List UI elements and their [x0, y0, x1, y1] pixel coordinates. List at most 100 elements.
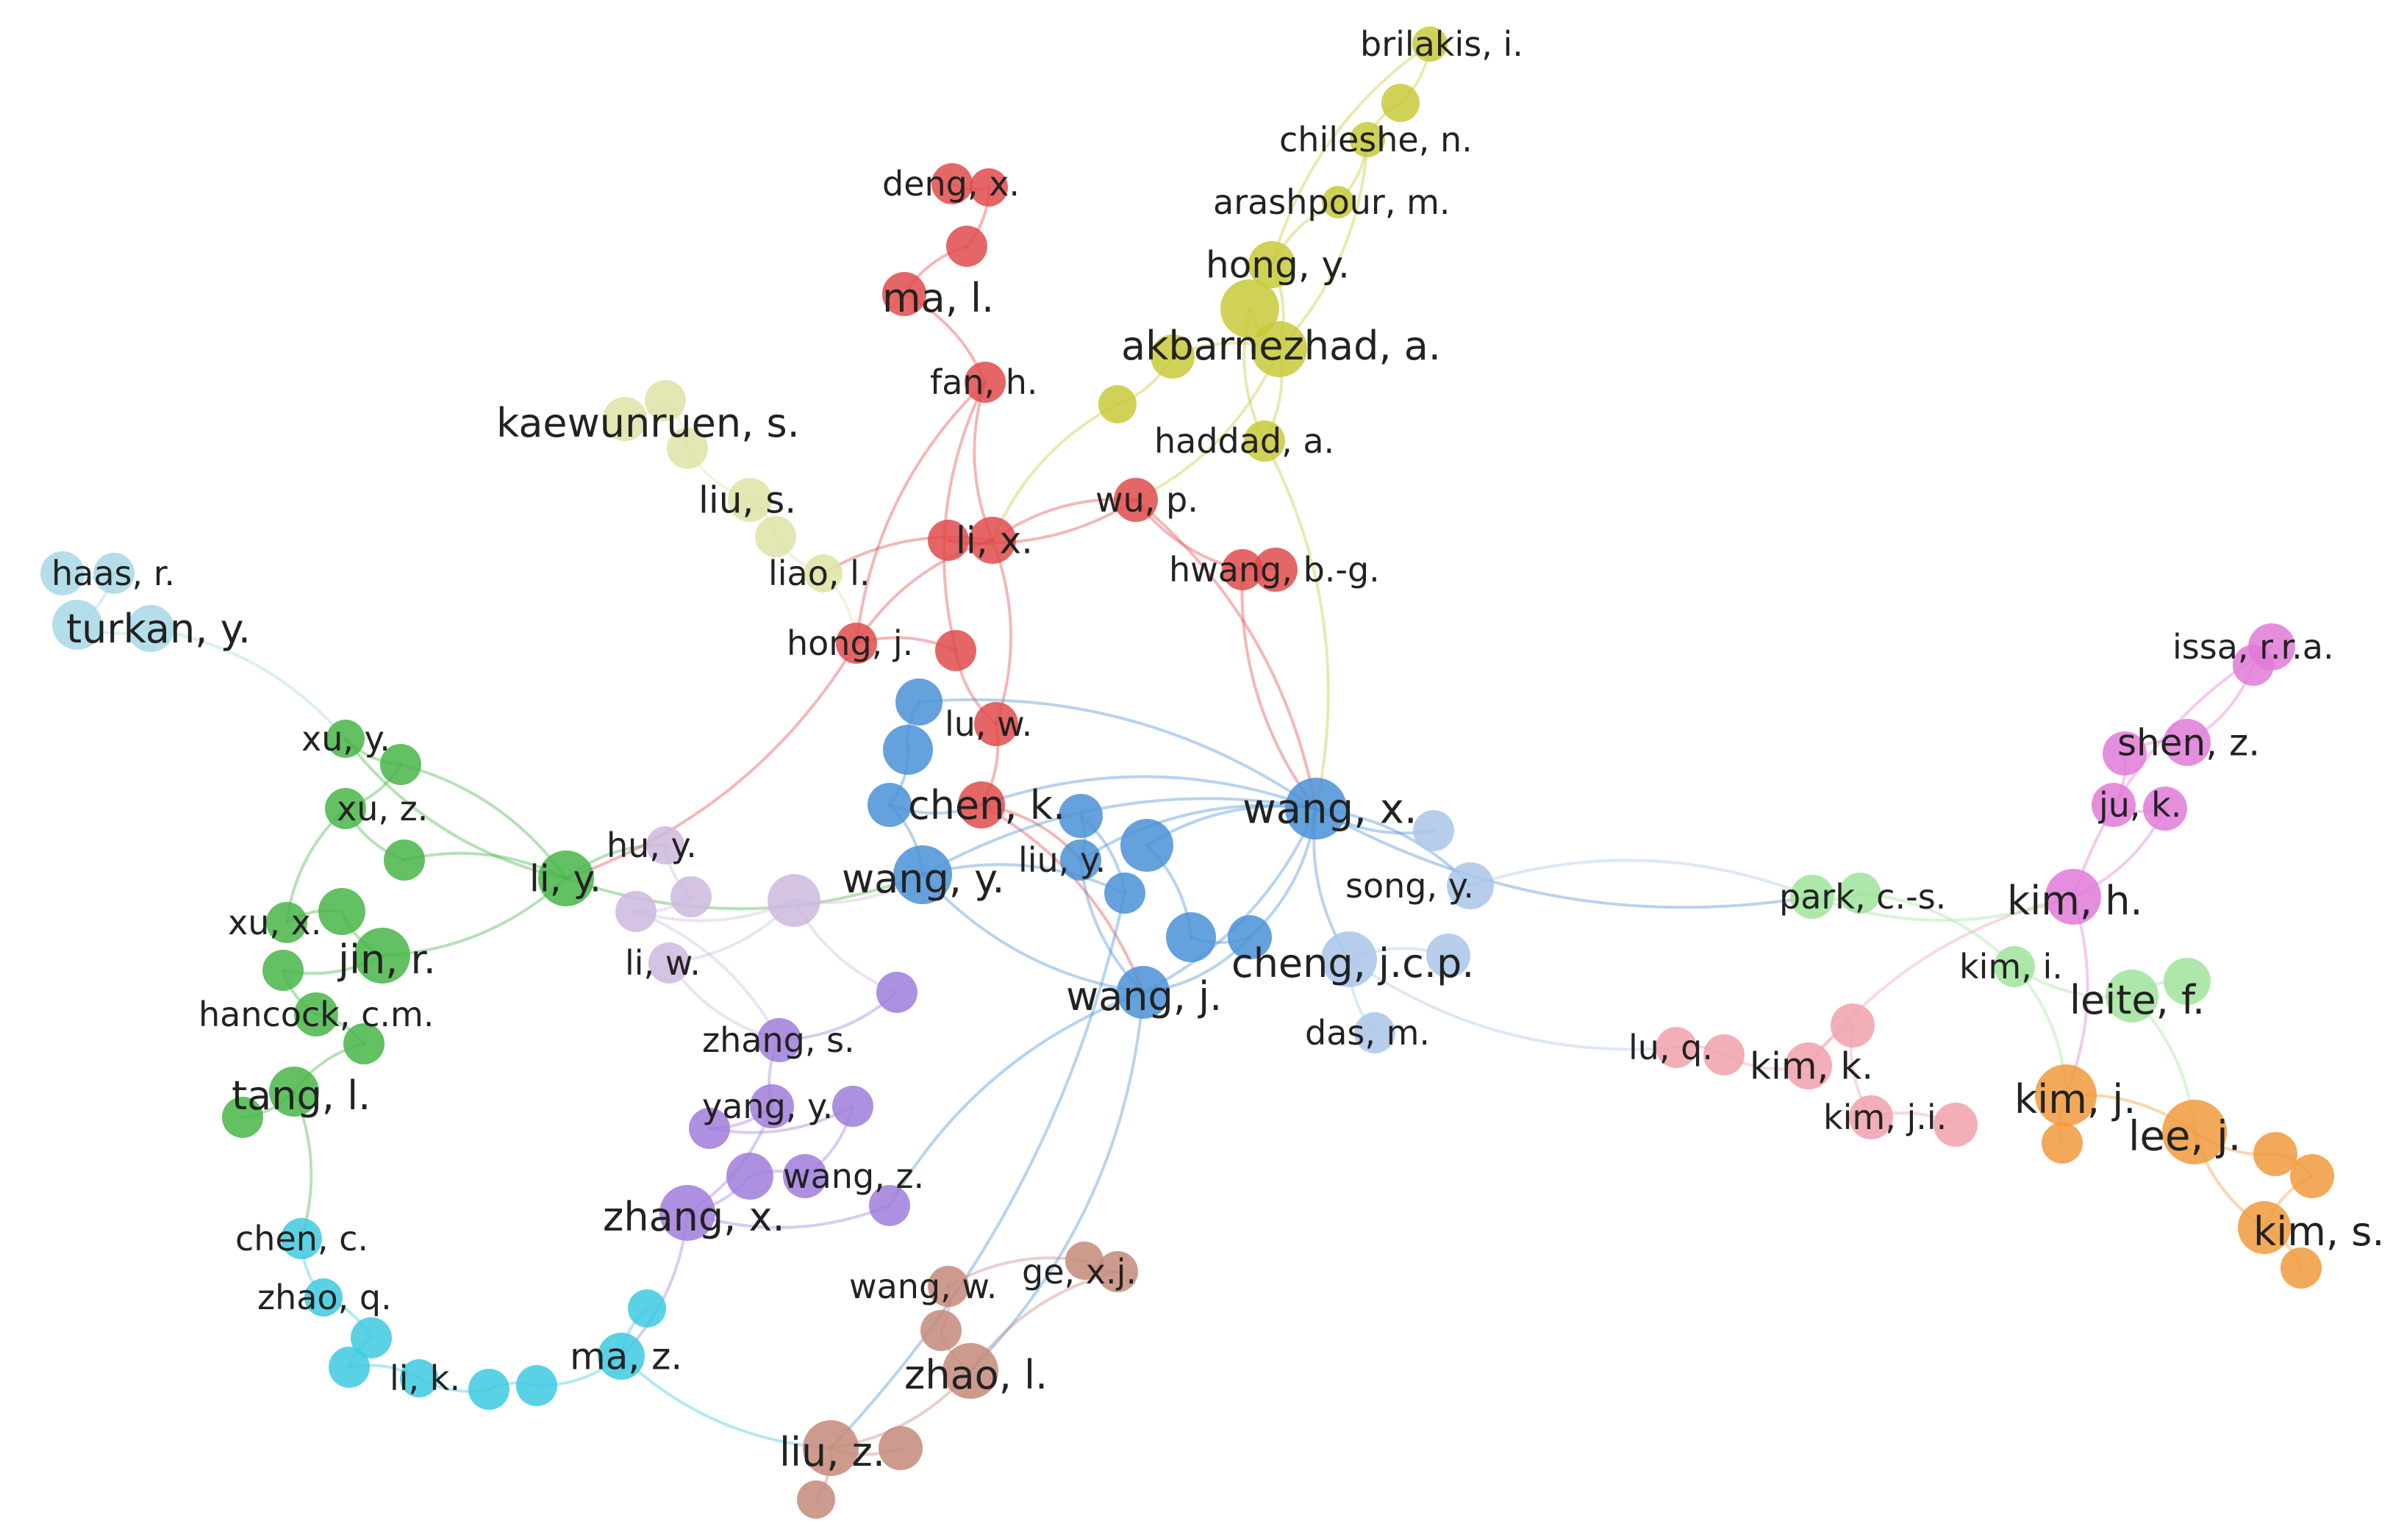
- node-pk-4[interactable]: [1934, 1103, 1978, 1147]
- node-hong-y[interactable]: [1248, 241, 1295, 288]
- node-ly-k3[interactable]: [667, 428, 708, 469]
- node-brilakis-i[interactable]: [1412, 26, 1448, 62]
- node-hu-y[interactable]: [646, 826, 684, 864]
- node-wu-p[interactable]: [1114, 478, 1158, 522]
- node-park-cs[interactable]: [1790, 875, 1834, 919]
- node-deng-x[interactable]: [931, 163, 973, 204]
- node-zhao-q[interactable]: [304, 1278, 343, 1317]
- node-g-t2[interactable]: [222, 1097, 263, 1138]
- node-r-l2[interactable]: [928, 520, 969, 561]
- node-wang-x[interactable]: [1285, 778, 1347, 839]
- node-b-8[interactable]: [1228, 915, 1272, 959]
- node-ly-s2[interactable]: [755, 516, 796, 557]
- node-hwang-bg[interactable]: [1222, 549, 1263, 590]
- node-b-7[interactable]: [1166, 912, 1216, 962]
- node-ge-xj[interactable]: [1097, 1251, 1138, 1292]
- node-li-w[interactable]: [648, 942, 690, 984]
- node-b-6[interactable]: [1120, 819, 1173, 872]
- node-cl-t2[interactable]: [127, 605, 174, 652]
- node-chen-c[interactable]: [281, 1218, 322, 1259]
- node-shen-z[interactable]: [2164, 719, 2211, 766]
- node-tang-l[interactable]: [269, 1067, 319, 1117]
- node-r-d3[interactable]: [946, 226, 987, 267]
- node-c-4[interactable]: [468, 1369, 509, 1410]
- node-wang-j[interactable]: [1117, 966, 1170, 1019]
- node-p-3[interactable]: [832, 1086, 873, 1127]
- node-p-4[interactable]: [726, 1153, 773, 1200]
- node-b-3[interactable]: [868, 783, 912, 827]
- node-kim-j[interactable]: [2035, 1064, 2097, 1126]
- node-g-z2[interactable]: [384, 839, 425, 881]
- node-cheng-jcp[interactable]: [1321, 931, 1377, 987]
- node-lg-3[interactable]: [2164, 958, 2211, 1005]
- node-ma-l[interactable]: [882, 272, 926, 316]
- node-xu-z[interactable]: [325, 788, 366, 829]
- node-p-2[interactable]: [689, 1108, 730, 1149]
- node-haas-r[interactable]: [40, 551, 85, 595]
- node-b-2[interactable]: [883, 725, 933, 775]
- node-g-x2[interactable]: [318, 888, 365, 935]
- node-y-b2[interactable]: [1381, 84, 1420, 122]
- node-lv-2[interactable]: [670, 876, 712, 917]
- node-o-5[interactable]: [2281, 1247, 2322, 1289]
- node-br-3[interactable]: [920, 1310, 962, 1351]
- node-o-3[interactable]: [2253, 1132, 2297, 1176]
- node-kaewunruen-s[interactable]: [603, 397, 647, 441]
- node-liu-y[interactable]: [1060, 839, 1101, 881]
- node-kim-i[interactable]: [1994, 946, 2035, 987]
- node-lb-2[interactable]: [1426, 934, 1470, 978]
- node-ju-k[interactable]: [2092, 783, 2136, 827]
- node-wang-w[interactable]: [928, 1266, 969, 1307]
- node-c-3[interactable]: [329, 1347, 370, 1388]
- node-c-5[interactable]: [516, 1365, 557, 1406]
- node-arashpour-m[interactable]: [1322, 186, 1354, 218]
- node-ma-z[interactable]: [598, 1333, 645, 1380]
- node-yang-y[interactable]: [750, 1084, 794, 1128]
- node-pk-2[interactable]: [1703, 1034, 1745, 1075]
- node-xu-x[interactable]: [266, 902, 307, 943]
- node-b-4[interactable]: [1059, 794, 1103, 838]
- node-li-x[interactable]: [969, 517, 1016, 564]
- node-kim-k[interactable]: [1785, 1042, 1832, 1089]
- node-li-y[interactable]: [538, 850, 594, 906]
- node-kim-ji[interactable]: [1849, 1095, 1893, 1139]
- node-p-5[interactable]: [869, 1185, 910, 1226]
- node-c-6[interactable]: [628, 1289, 666, 1328]
- node-li-k[interactable]: [400, 1359, 438, 1397]
- node-br-5[interactable]: [797, 1480, 835, 1519]
- node-b-5[interactable]: [1104, 873, 1145, 914]
- node-jin-r[interactable]: [354, 928, 410, 984]
- node-hancock-cm[interactable]: [294, 992, 338, 1036]
- node-lv-4[interactable]: [768, 874, 820, 927]
- node-chileshe-n[interactable]: [1350, 122, 1385, 157]
- node-fan-h[interactable]: [965, 362, 1006, 403]
- node-pk-3[interactable]: [1831, 1003, 1875, 1047]
- node-g-y2[interactable]: [380, 744, 421, 785]
- node-liao-l[interactable]: [804, 554, 843, 592]
- node-lv-3[interactable]: [615, 891, 657, 932]
- node-chen-k[interactable]: [958, 781, 1005, 828]
- node-y-a2[interactable]: [1151, 334, 1195, 379]
- node-o-2[interactable]: [2042, 1122, 2083, 1164]
- node-r-j2[interactable]: [935, 630, 976, 671]
- node-p-1[interactable]: [876, 972, 918, 1013]
- node-zhang-s[interactable]: [757, 1018, 801, 1062]
- node-m-4[interactable]: [2143, 787, 2187, 831]
- node-lu-w[interactable]: [974, 702, 1018, 746]
- node-xu-y[interactable]: [326, 720, 365, 758]
- node-hong-j[interactable]: [836, 623, 877, 664]
- node-m-2[interactable]: [2233, 645, 2274, 686]
- node-zhang-x[interactable]: [659, 1185, 715, 1241]
- node-cl-h2[interactable]: [93, 553, 135, 594]
- node-lu-q[interactable]: [1656, 1027, 1697, 1068]
- node-akbarnezhad-a[interactable]: [1251, 321, 1307, 377]
- node-liu-s[interactable]: [728, 478, 772, 522]
- node-g-j2[interactable]: [262, 950, 304, 991]
- node-kim-h[interactable]: [2045, 869, 2101, 925]
- node-r-h2[interactable]: [1253, 548, 1298, 592]
- node-haddad-a[interactable]: [1244, 420, 1285, 462]
- node-m-3[interactable]: [2103, 731, 2147, 776]
- node-o-4[interactable]: [2290, 1154, 2334, 1198]
- node-leite-f[interactable]: [2106, 970, 2158, 1023]
- node-ly-k2[interactable]: [645, 380, 686, 421]
